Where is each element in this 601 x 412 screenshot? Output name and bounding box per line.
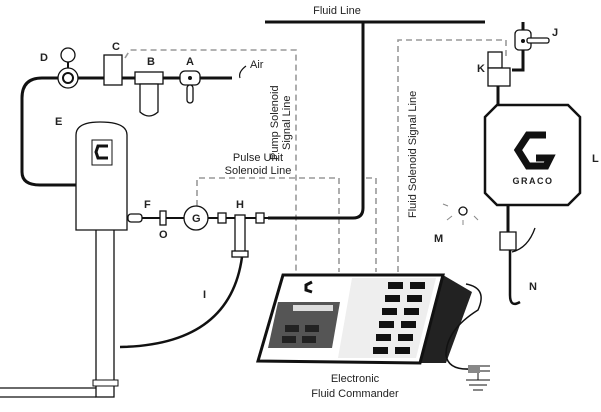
tee-h — [217, 212, 265, 258]
pulse-unit-solenoid-line — [196, 177, 340, 272]
regulator-gauge-d — [57, 47, 79, 89]
commander-label-1: Electronic — [331, 373, 380, 385]
part-label-h: H — [236, 199, 244, 211]
air-filter-b — [134, 71, 164, 117]
fluid-regulator-l: GRACO — [483, 103, 582, 207]
part-label-f: F — [144, 199, 151, 211]
part-label-l: L — [592, 153, 599, 165]
part-label-m: M — [434, 233, 443, 245]
dispense-gun-n — [499, 205, 536, 306]
part-label-e: E — [55, 116, 62, 128]
pump-e — [0, 121, 128, 398]
part-label-o: O — [159, 229, 168, 241]
pump-solenoid-c — [103, 54, 123, 86]
fitting-f — [127, 213, 143, 223]
hose-i — [119, 256, 244, 349]
part-label-d: D — [40, 52, 48, 64]
part-label-c: C — [112, 41, 120, 53]
part-label-b: B — [147, 56, 155, 68]
air-valve-a — [179, 70, 201, 104]
part-label-a: A — [186, 56, 194, 68]
pump-solenoid-signal-line — [124, 49, 297, 272]
pump-solenoid-label-1: Pump Solenoid — [269, 85, 281, 160]
electronic-fluid-commander — [256, 273, 472, 365]
pulse-unit-label-1: Pulse Unit — [233, 152, 283, 164]
fluid-solenoid-label: Fluid Solenoid Signal Line — [407, 91, 419, 218]
fluid-solenoid-signal-line — [397, 39, 507, 272]
valve-o — [159, 210, 167, 226]
graco-logo-text: GRACO — [513, 176, 554, 186]
pulse-unit-label-2: Solenoid Line — [225, 165, 292, 177]
power-cord — [445, 283, 482, 370]
fluid-line-drop — [268, 22, 365, 220]
part-label-i: I — [203, 289, 206, 301]
part-label-j: J — [552, 27, 558, 39]
air-arrow-icon — [239, 65, 247, 79]
fluid-line-label: Fluid Line — [313, 5, 361, 17]
part-label-k: K — [477, 63, 485, 75]
pulse-unit-return-line — [366, 177, 377, 272]
light-m — [442, 203, 479, 225]
part-label-n: N — [529, 281, 537, 293]
air-label: Air — [250, 59, 264, 71]
ground-icon — [466, 365, 490, 391]
pump-solenoid-label-2: Signal Line — [281, 96, 293, 150]
part-label-g: G — [192, 213, 201, 225]
air-hose — [20, 76, 76, 187]
fluid-valve-j — [514, 29, 550, 51]
commander-label-2: Fluid Commander — [311, 388, 399, 400]
fluid-solenoid-k — [487, 51, 511, 87]
